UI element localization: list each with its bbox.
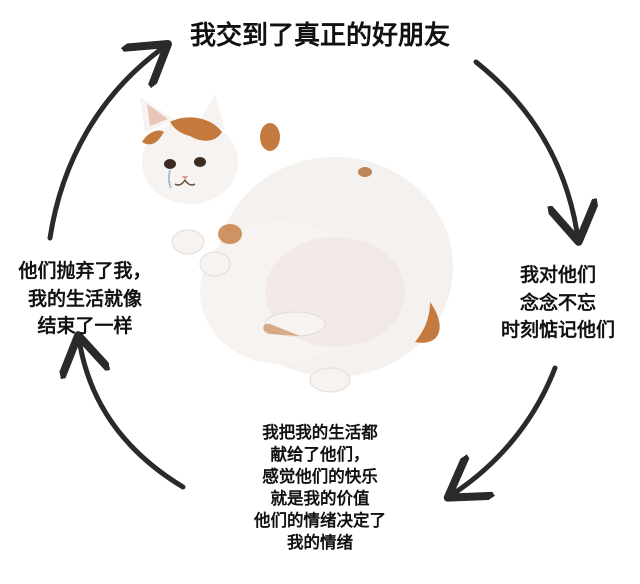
caption-line: 就是我的价值	[270, 488, 370, 508]
arrow-bottom-right-icon	[456, 365, 558, 492]
arrow-top-right-icon	[473, 59, 577, 232]
caption-line: 时刻惦记他们	[500, 319, 615, 342]
caption-right: 我对他们 念念不忘 时刻惦记他们	[478, 262, 638, 345]
arrow-top-left-icon	[47, 50, 160, 241]
caption-line: 我的生活就像	[27, 287, 142, 310]
crying-cat-icon	[140, 94, 453, 393]
caption-line: 献给了他们，	[270, 444, 370, 464]
caption-line: 感觉他们的快乐	[262, 466, 378, 486]
caption-top: 我交到了真正的好朋友	[170, 20, 470, 54]
caption-line: 结束了一样	[37, 315, 133, 338]
caption-left: 他们抛弃了我， 我的生活就像 结束了一样	[0, 258, 170, 341]
caption-line: 他们的情绪决定了	[254, 510, 386, 530]
caption-line: 我对他们	[519, 264, 596, 286]
caption-line: 他们抛弃了我，	[18, 260, 152, 282]
caption-line: 我的情绪	[287, 532, 353, 552]
caption-line: 念念不忘	[519, 291, 596, 314]
caption-bottom: 我把我的生活都 献给了他们， 感觉他们的快乐 就是我的价值 他们的情绪决定了 我…	[210, 422, 430, 554]
arrow-bottom-left-icon	[80, 345, 186, 490]
caption-line: 我交到了真正的好朋友	[189, 21, 450, 51]
caption-line: 我把我的生活都	[262, 423, 378, 442]
